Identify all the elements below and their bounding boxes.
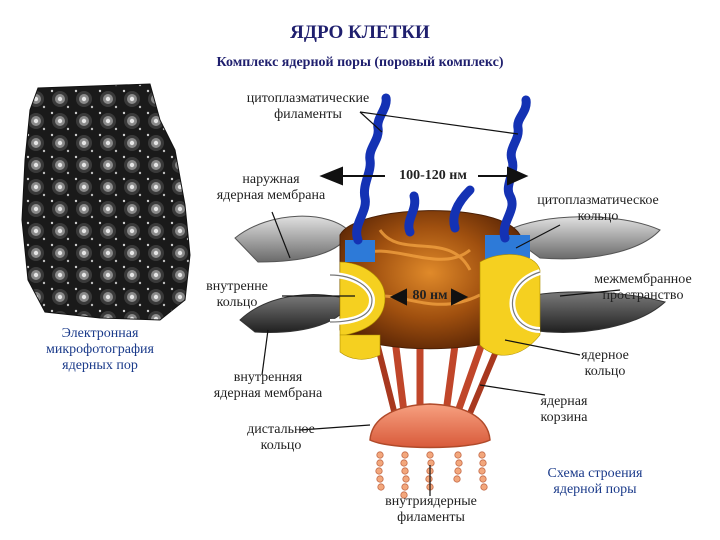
cytoplasmic-filament-1 <box>352 93 391 245</box>
caption-pore-scheme: Схема строения ядерной поры <box>547 466 643 498</box>
cytoplasmic-filament-3 <box>449 185 475 233</box>
label-distal-ring: дистальное кольцо <box>247 422 315 454</box>
caption-electron-micrograph: Электронная микрофотография ядерных пор <box>46 326 154 374</box>
label-nuclear-ring: ядерное кольцо <box>581 348 629 380</box>
intranuclear-filament-3 <box>425 451 435 491</box>
cytoplasmic-filaments <box>352 93 531 245</box>
label-intermembrane-space: межмембранное пространство <box>594 272 692 304</box>
size-arrow-inner <box>389 288 469 306</box>
label-size-inner: 80 нм <box>412 288 448 303</box>
distal-ring <box>369 403 491 449</box>
leader-lines <box>261 111 621 496</box>
label-size-outer: 100-120 нм <box>399 168 467 183</box>
left-ring-assembly <box>329 240 386 360</box>
intranuclear-filament-1 <box>375 451 385 491</box>
inner-nuclear-membrane <box>239 291 667 333</box>
intranuclear-filament-4 <box>453 451 463 483</box>
electron-micrograph <box>21 83 191 321</box>
label-inner-ring: внутренне кольцо <box>206 279 268 311</box>
label-nuclear-basket: ядерная корзина <box>540 394 588 426</box>
label-intranuclear-filaments: внутриядерные филаменты <box>385 494 477 526</box>
intranuclear-filaments <box>375 451 488 499</box>
label-inner-nuclear-membrane: внутренняя ядерная мембрана <box>213 370 323 402</box>
page-subtitle: Комплекс ядерной поры (поровый комплекс) <box>216 55 504 70</box>
intranuclear-filament-2 <box>400 451 410 499</box>
outer-nuclear-membrane <box>234 215 661 263</box>
right-ring-assembly <box>479 235 542 356</box>
cytoplasmic-filament-2 <box>404 191 420 237</box>
label-cytoplasmic-filaments: цитоплазматические филаменты <box>246 91 370 123</box>
label-cytoplasmic-ring: цитоплазматическое кольцо <box>537 193 659 225</box>
cytoplasmic-filament-4 <box>499 95 531 243</box>
label-outer-nuclear-membrane: наружная ядерная мембрана <box>216 172 326 204</box>
size-arrow-outer <box>319 166 529 186</box>
page-title: ЯДРО КЛЕТКИ <box>290 22 430 43</box>
intranuclear-filament-5 <box>478 451 488 491</box>
